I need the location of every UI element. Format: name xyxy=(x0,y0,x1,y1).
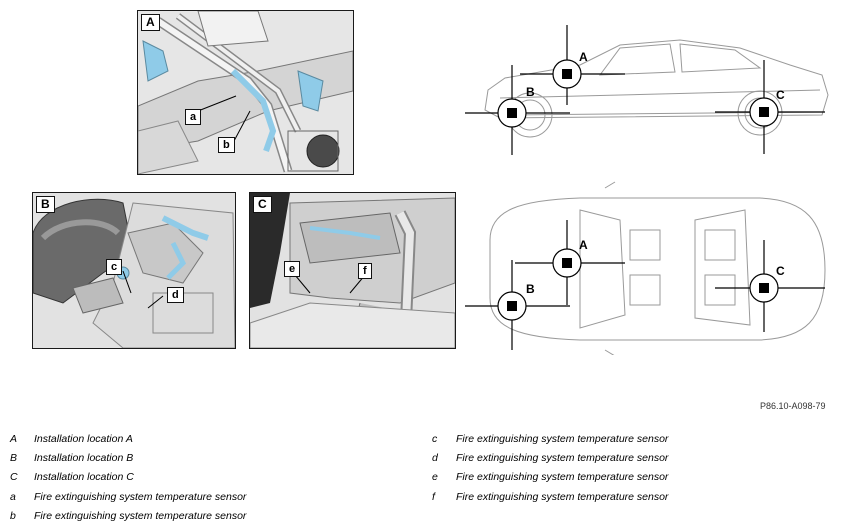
legend-row: b Fire extinguishing system temperature s… xyxy=(10,506,246,525)
legend-key: b xyxy=(10,509,16,522)
legend-text: Fire extinguishing system temperature se… xyxy=(456,490,669,503)
legend-key: B xyxy=(10,451,18,464)
panel-c-label: C xyxy=(253,196,272,213)
legend-text: Fire extinguishing system temperature se… xyxy=(456,451,669,464)
side-marker-c-label: C xyxy=(776,88,785,102)
side-marker-a-label: A xyxy=(579,50,588,64)
figure-reference-number: P86.10-A098-79 xyxy=(760,401,826,411)
legend-row: e Fire extinguishing system temperature s… xyxy=(432,468,668,487)
legend-left: A Installation location A B Installation l… xyxy=(10,429,246,525)
callout-f: f xyxy=(358,263,372,279)
engine-bay-illustration-a xyxy=(138,11,353,174)
installation-location-b-image: B c d xyxy=(32,192,236,349)
top-marker-c-label: C xyxy=(776,264,785,278)
callout-b: b xyxy=(218,137,235,153)
callout-a: a xyxy=(185,109,202,125)
legend-row: f Fire extinguishing system temperature s… xyxy=(432,487,668,506)
legend-row: d Fire extinguishing system temperature s… xyxy=(432,448,668,467)
legend-row: a Fire extinguishing system temperature s… xyxy=(10,487,246,506)
legend-text: Fire extinguishing system temperature se… xyxy=(34,490,247,503)
installation-location-c-image: C e f xyxy=(249,192,456,349)
panel-a-label: A xyxy=(141,14,160,31)
installation-location-a-image: A a b xyxy=(137,10,354,175)
legend-key: a xyxy=(10,490,16,503)
engine-bay-illustration-c xyxy=(250,193,455,348)
legend-text: Fire extinguishing system temperature se… xyxy=(456,471,669,484)
legend-text: Installation location B xyxy=(34,451,134,464)
legend-row: B Installation location B xyxy=(10,448,246,467)
legend-key: c xyxy=(432,432,438,445)
legend-key: d xyxy=(432,451,438,464)
legend-key: C xyxy=(10,471,18,484)
panel-b-label: B xyxy=(36,196,55,213)
vehicle-side-view xyxy=(465,25,829,155)
side-marker-b-label: B xyxy=(526,85,535,99)
callout-e: e xyxy=(284,261,301,277)
legend-row: c Fire extinguishing system temperature s… xyxy=(432,429,668,448)
legend-key: A xyxy=(10,432,18,445)
callout-c: c xyxy=(106,259,123,275)
callout-d: d xyxy=(167,287,184,303)
engine-bay-illustration-b xyxy=(33,193,235,348)
vehicle-top-view xyxy=(465,181,826,355)
legend-row: A Installation location A xyxy=(10,429,246,448)
legend-text: Fire extinguishing system temperature se… xyxy=(456,432,669,445)
top-marker-a-label: A xyxy=(579,238,588,252)
legend-text: Fire extinguishing system temperature se… xyxy=(34,509,247,522)
top-marker-b-label: B xyxy=(526,282,535,296)
legend-text: Installation location A xyxy=(34,432,133,445)
legend-key: f xyxy=(432,490,435,503)
legend-row: C Installation location C xyxy=(10,468,246,487)
legend-text: Installation location C xyxy=(34,471,134,484)
legend-key: e xyxy=(432,471,438,484)
